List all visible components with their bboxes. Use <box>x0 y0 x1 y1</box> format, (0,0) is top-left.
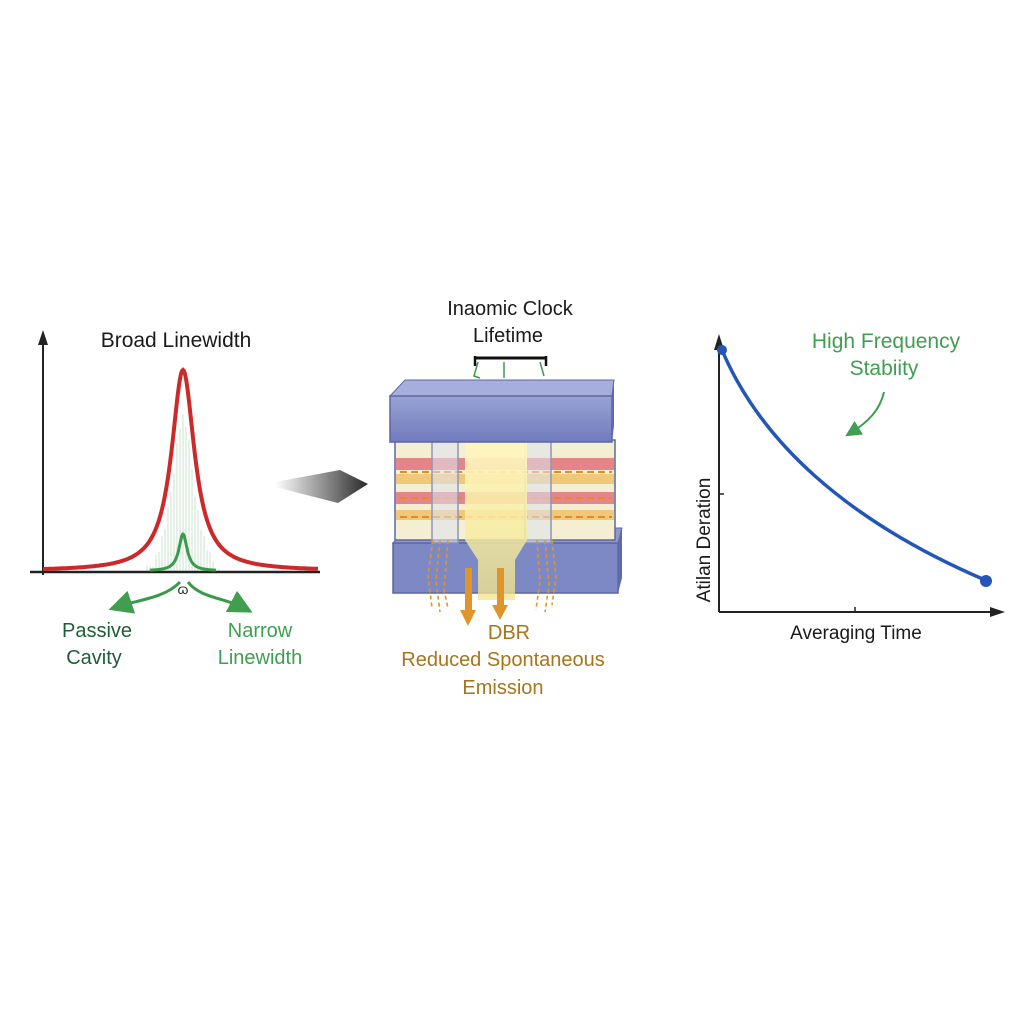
device-top-cap-side <box>612 380 614 442</box>
emission-lines <box>427 539 557 613</box>
stability-annotation-line1: High Frequency <box>812 330 961 353</box>
panel-title-broad-linewidth: Broad Linewidth <box>101 329 252 352</box>
emission-arrow-right-head <box>492 605 508 620</box>
broad-linewidth-curve <box>43 367 319 571</box>
allan-curve-end-point <box>980 575 992 587</box>
lifetime-lead-3 <box>539 361 545 377</box>
glass-frame-right <box>524 437 552 544</box>
clock-lifetime-label-line2: Lifetime <box>473 325 543 347</box>
allan-deviation-curve <box>720 349 986 582</box>
passive-cavity-label-line1: Passive <box>62 620 132 642</box>
passive-cavity-label-line2: Cavity <box>66 647 122 669</box>
glass-frame-left <box>431 437 459 544</box>
clock-lifetime-label-line1: Inaomic Clock <box>447 298 574 320</box>
allan-deviation-panel: High Frequency Stabiity Atilan Deration … <box>694 330 1005 644</box>
device-bottom-block-side <box>618 528 622 593</box>
allan-x-axis-arrowhead <box>990 607 1005 617</box>
linewidth-panel: ɷ Broad Linewidth Passive Cavity Narrow … <box>30 329 320 669</box>
narrow-linewidth-label-line1: Narrow <box>228 620 293 642</box>
reduced-emission-label-line2: Emission <box>462 677 543 699</box>
allan-y-axis-label: Atilan Deration <box>694 478 715 603</box>
y-axis-arrowhead <box>38 330 48 345</box>
emission-arrow-left-head <box>460 610 476 626</box>
dbr-cavity-device: Inaomic Clock Lifetime DBR Reduced Spont… <box>388 298 623 699</box>
emission-glow <box>465 440 527 600</box>
stability-arrow <box>845 391 885 437</box>
narrow-linewidth-label-line2: Linewidth <box>218 647 303 669</box>
allan-x-axis-label: Averaging Time <box>790 623 922 644</box>
passive-cavity-arrow <box>108 580 182 614</box>
allan-curve-start-point <box>717 345 727 355</box>
center-marker: ɷ <box>178 581 189 597</box>
spectral-hatch <box>146 414 220 571</box>
dbr-label: DBR <box>488 622 530 644</box>
lifetime-lead-1 <box>473 361 481 379</box>
emission-arrow-right-shaft <box>497 568 504 608</box>
device-top-cap-face <box>388 379 615 397</box>
emission-arrow-left-shaft <box>465 568 472 612</box>
device-top-cap <box>389 395 613 443</box>
narrow-linewidth-curve <box>149 532 217 572</box>
stability-annotation-line2: Stabiity <box>850 357 919 380</box>
transition-arrow <box>275 470 368 503</box>
reduced-emission-label-line1: Reduced Spontaneous <box>401 649 605 671</box>
narrow-linewidth-arrow <box>186 581 253 613</box>
